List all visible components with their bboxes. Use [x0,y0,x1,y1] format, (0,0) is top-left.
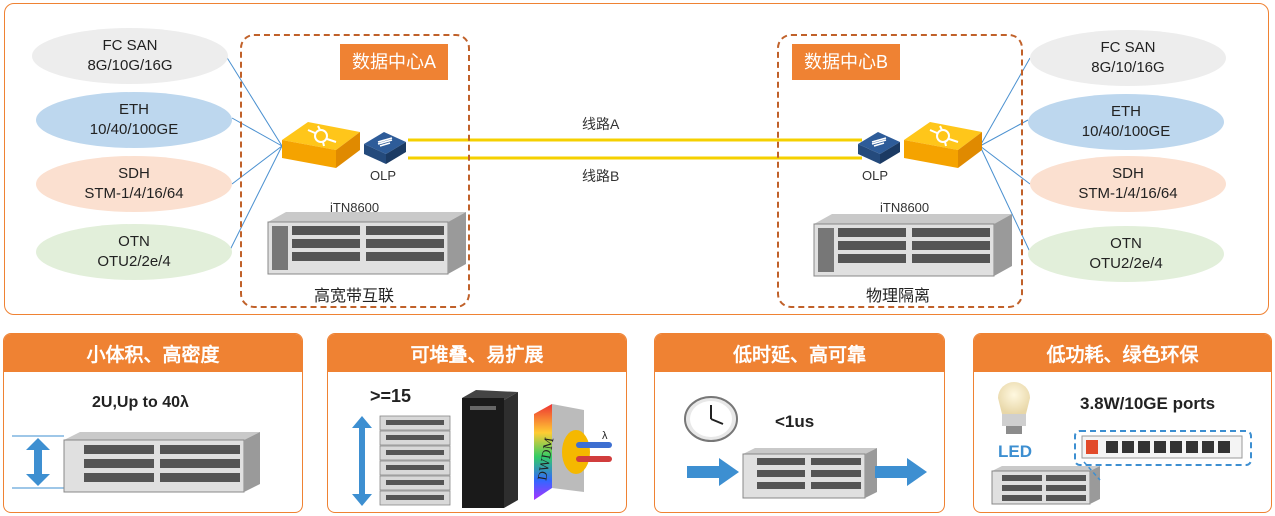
arrow-right-icon [875,458,927,486]
panel-title: 小体积、高密度 [4,334,302,372]
feature-panel-power: 低功耗、绿色环保 LED 3.8W/10GE ports [973,333,1272,513]
ellipse-rate: STM-1/4/16/64 [1078,185,1178,202]
chassis-icon [991,466,1100,505]
client-sdh-left: SDH STM-1/4/16/64 [36,156,232,212]
line-card-icon [1081,435,1243,459]
arrow-right-icon [687,458,739,486]
chassis-device-a [267,212,466,275]
ellipse-rate: OTU2/2e/4 [1089,255,1163,272]
datacenter-b-title: 数据中心B [792,44,901,80]
switch-icon [904,122,982,168]
clock-icon [684,396,738,442]
ellipse-label: SDH [1112,165,1144,182]
panel-text: >=15 [370,386,412,406]
panel-title: 可堆叠、易扩展 [328,334,626,372]
datacenter-a-title: 数据中心A [340,44,449,80]
card-callout [1074,430,1252,466]
client-fc-san-right: FC SAN 8G/10/16G [1030,30,1226,86]
ellipse-label: OTN [118,233,150,250]
client-sdh-right: SDH STM-1/4/16/64 [1030,156,1226,212]
panel-title: 低功耗、绿色环保 [974,334,1271,372]
link-a-label: 线路A [582,116,620,132]
ellipse-rate: 10/40/100GE [89,121,179,138]
ellipse-label: ETH [119,101,149,118]
ellipse-label: ETH [1111,103,1141,120]
callout-connector [1083,461,1101,481]
panel-title: 低时延、高可靠 [655,334,944,372]
panel-text: 2U,Up to 40λ [92,394,189,411]
datacenter-a-caption: 高宽带互联 [314,288,395,305]
device-label-a: iTN8600 [330,200,380,215]
olp-icon [364,132,406,164]
client-eth-right: ETH 10/40/100GE [1028,94,1224,150]
fiber-links [408,138,862,160]
topology-frame [4,3,1269,315]
client-otn-right: OTN OTU2/2e/4 [1028,226,1224,282]
switch-icon [282,122,360,168]
datacenter-a-box [240,34,470,308]
dwdm-icon [534,404,612,500]
ellipse-rate: 8G/10/16G [1091,59,1165,76]
ellipse-rate: 8G/10G/16G [87,57,173,74]
client-eth-left: ETH 10/40/100GE [36,92,232,148]
lambda-label: λ [602,430,608,442]
chassis-icon [63,432,260,493]
feature-panel-stackable: 可堆叠、易扩展 >=15 DWDM λ [327,333,627,513]
olp-label-a: OLP [370,168,397,183]
ellipse-rate: OTU2/2e/4 [97,253,171,270]
olp-label-b: OLP [862,168,889,183]
feature-panel-latency: 低时延、高可靠 <1us [654,333,945,513]
stacked-chassis-icon [379,415,451,506]
ellipse-label: FC SAN [1100,39,1156,56]
device-label-b: iTN8600 [880,200,930,215]
led-bulb-icon [998,382,1030,434]
height-arrow-icon [352,416,372,506]
ellipse-label: OTN [1110,235,1142,252]
ellipse-label: SDH [118,165,150,182]
client-fc-san-left: FC SAN 8G/10G/16G [32,28,228,84]
panel-text: <1us [775,412,815,431]
server-rack-icon [462,390,518,508]
height-arrow-icon [12,435,64,489]
panel-text: 3.8W/10GE ports [1080,394,1216,413]
chassis-icon [742,448,877,499]
chassis-device-b [813,214,1012,277]
ellipse-rate: 10/40/100GE [1081,123,1171,140]
datacenter-b-box [777,34,1023,308]
olp-icon [858,132,900,164]
led-label: LED [998,442,1032,461]
link-b-label: 线路B [582,168,620,184]
ellipse-label: FC SAN [102,37,158,54]
datacenter-b-caption: 物理隔离 [866,288,931,305]
feature-panel-density: 小体积、高密度 2U,Up to 40λ [3,333,303,513]
ellipse-rate: STM-1/4/16/64 [84,185,184,202]
client-otn-left: OTN OTU2/2e/4 [36,224,232,280]
